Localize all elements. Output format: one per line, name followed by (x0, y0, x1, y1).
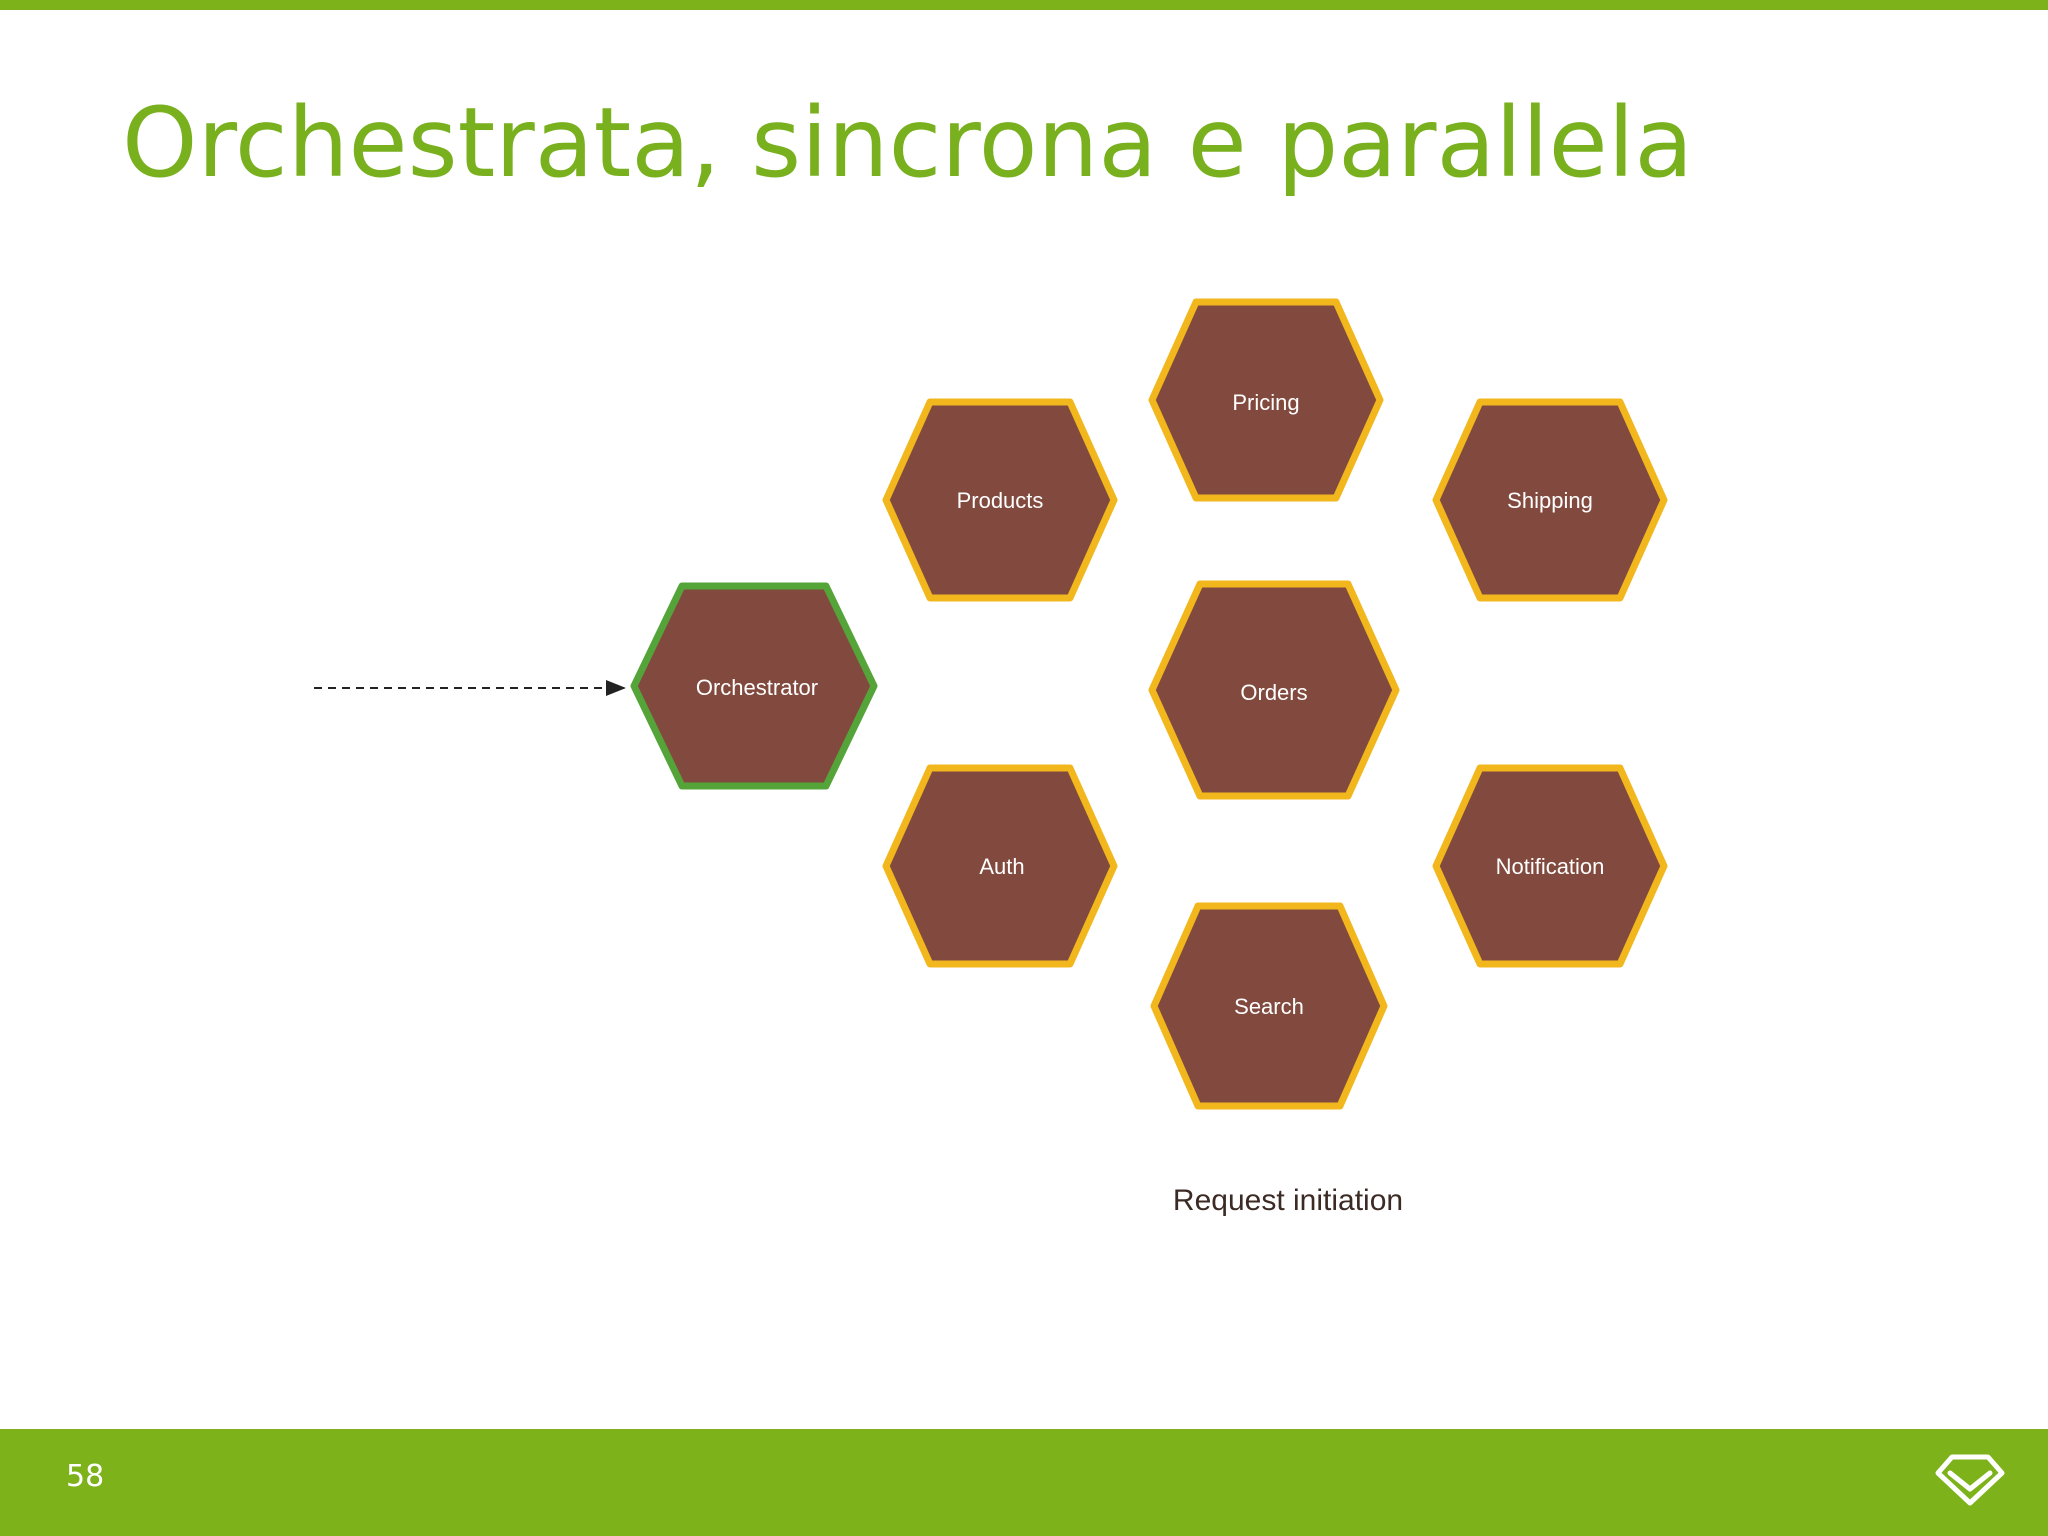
hex-node-orders[interactable]: Orders (1148, 580, 1400, 800)
hex-node-search[interactable]: Search (1150, 902, 1388, 1110)
hex-node-products[interactable]: Products (882, 398, 1118, 602)
slide-title: Orchestrata, sincrona e parallela (122, 87, 1694, 199)
hex-node-notification[interactable]: Notification (1432, 764, 1668, 968)
hex-label-notification: Notification (1496, 854, 1605, 879)
hex-label-shipping: Shipping (1507, 488, 1593, 513)
diagram-caption: Request initiation (1173, 1184, 1403, 1217)
hex-node-auth[interactable]: Auth (882, 764, 1118, 968)
hex-label-orchestrator: Orchestrator (696, 675, 818, 700)
hex-label-orders: Orders (1240, 680, 1307, 705)
hex-label-auth: Auth (979, 854, 1024, 879)
top-accent-bar (0, 0, 2048, 10)
hex-label-search: Search (1234, 994, 1304, 1019)
diamond-logo-icon (1935, 1454, 2005, 1506)
hex-label-pricing: Pricing (1232, 390, 1299, 415)
footer-bar: 58 (0, 1429, 2048, 1536)
hex-node-orchestrator[interactable]: Orchestrator (630, 582, 878, 790)
hex-label-products: Products (957, 488, 1044, 513)
page-number: 58 (66, 1459, 105, 1494)
hex-node-shipping[interactable]: Shipping (1432, 398, 1668, 602)
hex-node-pricing[interactable]: Pricing (1148, 298, 1384, 502)
